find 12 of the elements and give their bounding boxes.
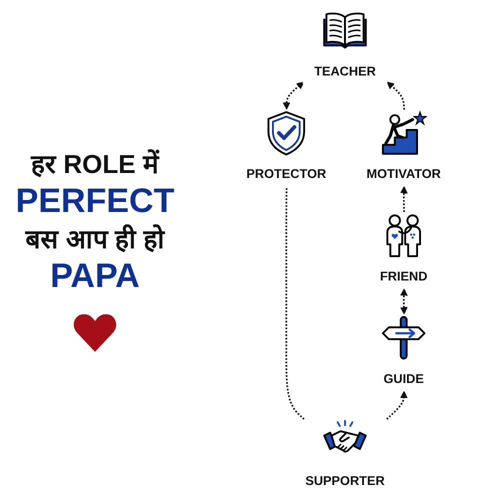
node-label: MOTIVATOR: [366, 166, 441, 182]
heading: हर ROLE में PERFECT बस आप ही हो PAPA: [14, 148, 176, 297]
arrow: [386, 82, 405, 110]
arrow: [400, 186, 408, 212]
node-label: PROTECTOR: [246, 166, 326, 182]
node-label: GUIDE: [384, 372, 424, 386]
arrow: [386, 390, 408, 420]
connector: [285, 186, 305, 420]
arrow: [400, 288, 408, 314]
arrow: [282, 82, 304, 110]
node-label: SUPPORTER: [305, 474, 385, 489]
node-label: FRIEND: [380, 269, 428, 284]
